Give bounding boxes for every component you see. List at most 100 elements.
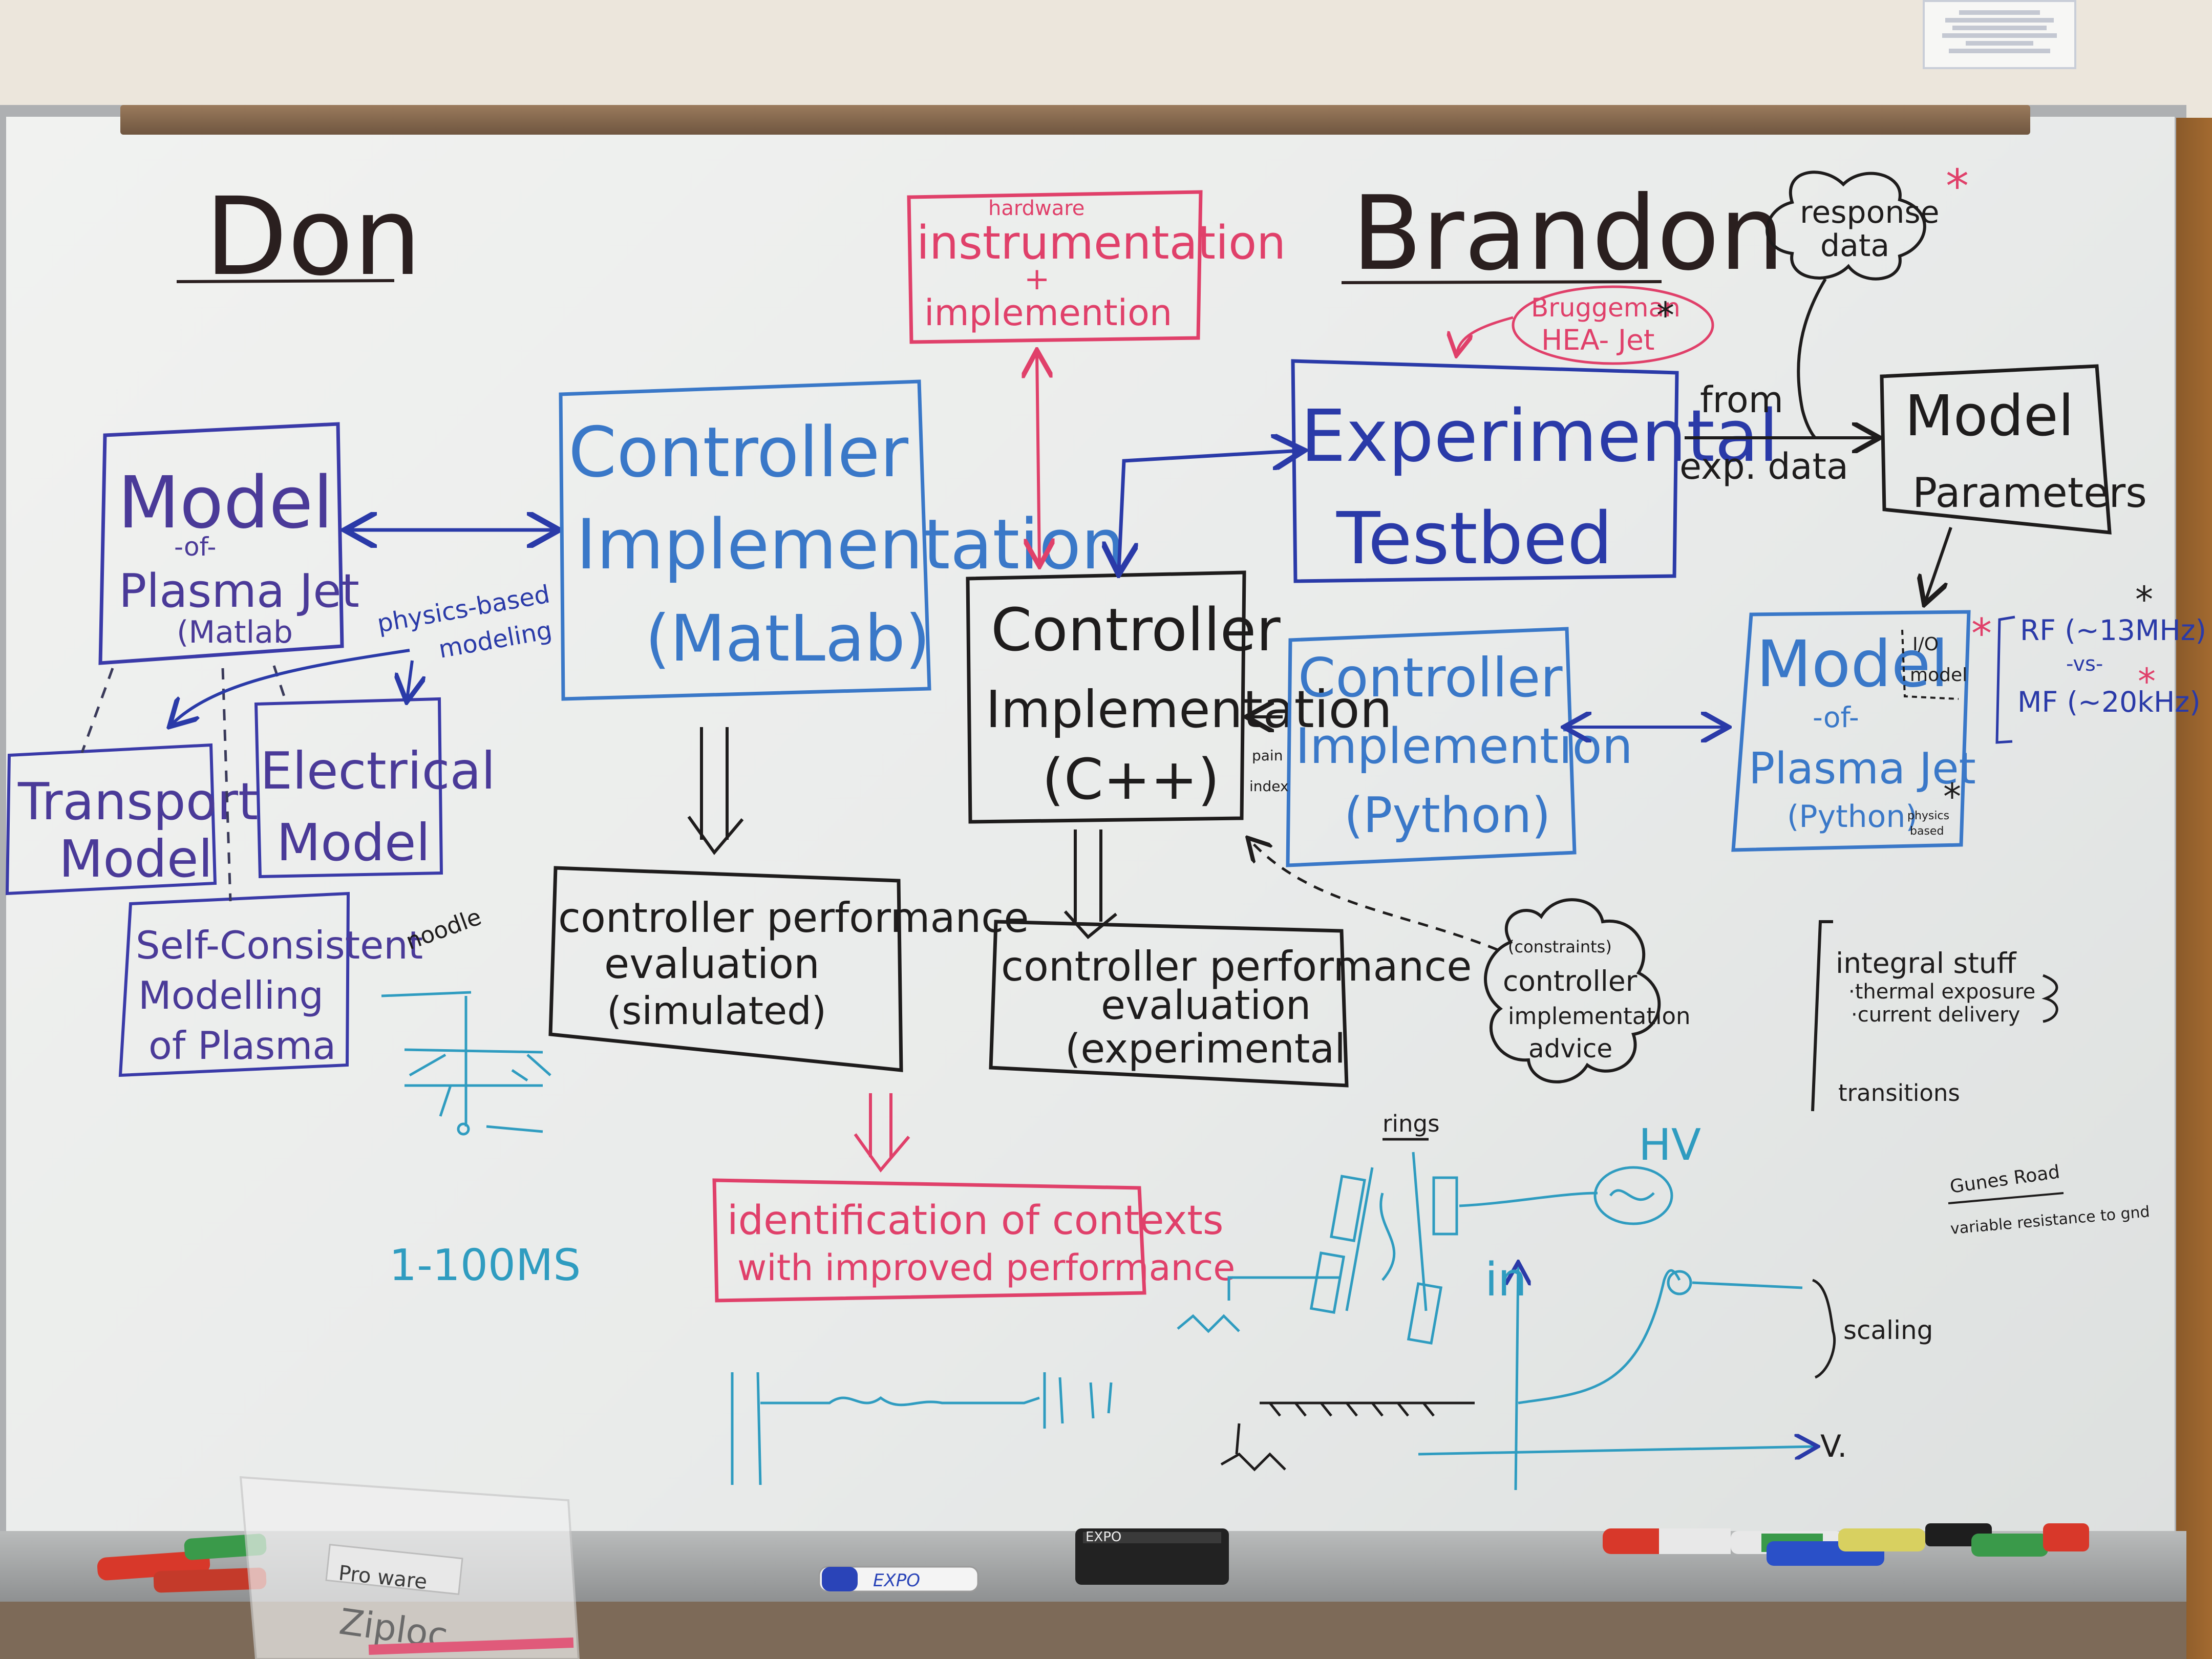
ctrl-cpp-line1: Controller (991, 596, 1281, 665)
ctrl-matlab-line3: (MatLab) (645, 602, 930, 676)
in-label: in (1485, 1253, 1527, 1307)
scaling-text: scaling (1843, 1315, 1933, 1345)
ziploc-bag: Pro ware Ziploc (239, 1476, 580, 1659)
model-matlab-line2: -of- (174, 532, 216, 562)
sketch-ground-ladder (1220, 1401, 1475, 1472)
response-line1: response (1800, 195, 1940, 230)
perf-exp-line1: controller performance (1001, 943, 1472, 990)
from-label: from (1700, 379, 1783, 421)
arrow-to-perf-simulated (687, 727, 744, 855)
index-label: index (1249, 778, 1289, 795)
label-time-range: 1-100MS (389, 1240, 581, 1291)
label-bruggeman: Bruggeman HEA- Jet * (1457, 285, 1714, 365)
integral-line3: ·current delivery (1851, 1003, 2020, 1027)
box-perf-experimental: controller performance evaluation (exper… (989, 920, 1472, 1088)
sketch-rings-circuit: rings HV (1177, 1110, 1701, 1345)
testbed-line2: Testbed (1336, 497, 1613, 581)
model-matlab-line4: (Matlab (177, 614, 293, 650)
perf-sim-line2: evaluation (604, 940, 820, 988)
hv-label: HV (1639, 1120, 1701, 1171)
model-matlab-line1: Model (118, 461, 333, 545)
box-controller-cpp: Controller Implementation (C++) (966, 570, 1392, 824)
model-py-line1: Model (1756, 627, 1948, 701)
params-line2: Parameters (1912, 469, 2147, 517)
box-transport-model: Transport Model (5, 743, 258, 896)
asterisk-mf: * (2138, 661, 2156, 703)
asterisk-bruggeman: * (1656, 294, 1674, 336)
rf-label: RF (~13MHz) (2020, 614, 2206, 647)
instr-line0: hardware (988, 197, 1084, 220)
advice-line3: advice (1528, 1034, 1612, 1064)
label-from-exp-data: from exp. data (1679, 379, 1848, 487)
cloud-response-data: response data * (1766, 160, 1969, 439)
cloud-advice: (constraints) controller implementation … (1484, 898, 1691, 1083)
v-label: V. (1820, 1429, 1847, 1464)
asterisk-model-py: * (1943, 776, 1961, 818)
model-py-line4: (Python) (1787, 799, 1918, 835)
response-line2: data (1820, 228, 1889, 264)
marker-expo-text: EXPO (873, 1570, 920, 1591)
ident-line2: with improved performance (737, 1247, 1235, 1289)
model-matlab-line3: Plasma Jet (119, 564, 359, 618)
arrow-testbed-to-cpp (1119, 451, 1301, 571)
label-rf-mf: RF (~13MHz) -vs- MF (~20kHz) * * (1995, 579, 2206, 744)
arrow-to-perf-experimental (1064, 830, 1117, 940)
bruggeman-line1: Bruggeman (1531, 293, 1681, 323)
heading-don: Don (176, 174, 421, 300)
arrow-to-identification (854, 1093, 910, 1173)
params-line1: Model (1905, 383, 2074, 449)
markers-right-group (1603, 1523, 2089, 1566)
sketch-iv-plot: in V. (1418, 1253, 1847, 1491)
marker-red-left (97, 1534, 267, 1593)
advice-line1: controller (1503, 965, 1637, 997)
exp-data-label: exp. data (1679, 445, 1848, 487)
integral-line2: ·thermal exposure (1848, 980, 2035, 1004)
io-label: I/O (1912, 634, 1939, 655)
electrical-line1: Electrical (260, 741, 496, 801)
map-rail (120, 105, 2030, 135)
label-pain-index: pain index (1249, 747, 1289, 795)
box-model-plasma-python: Model -of- Plasma Jet (Python) I/O model… (1731, 610, 1992, 852)
box-perf-simulated: controller performance evaluation (simul… (548, 866, 1029, 1072)
ctrl-cpp-line3: (C++) (1042, 747, 1220, 812)
door-frame (2176, 118, 2212, 1659)
asterisk-response: * (1946, 160, 1969, 214)
advice-line0: (constraints) (1508, 937, 1612, 956)
heading-brandon: Brandon (1341, 174, 1784, 293)
box-self-consistent: Self-Consistent Modelling of Plasma (118, 891, 423, 1077)
arrow-params-to-model-python (1925, 527, 1952, 602)
marker-blue-expo: EXPO (818, 1566, 979, 1592)
ident-line1: identification of contexts (727, 1198, 1223, 1244)
ctrl-py-line1: Controller (1298, 647, 1563, 709)
eraser-expo-text: EXPO (1086, 1529, 1121, 1545)
box-model-plasma-matlab: Model -of- Plasma Jet (Matlab (98, 422, 359, 665)
instr-line3: implemention (924, 292, 1172, 334)
dashed-connectors-don (80, 665, 288, 902)
expo-eraser: EXPO (1075, 1528, 1229, 1585)
label-scaling: scaling (1812, 1279, 1933, 1379)
mf-label: MF (~20kHz) (2017, 686, 2201, 718)
whiteboard-surface (6, 117, 2175, 1533)
integral-line1: integral stuff (1836, 947, 2017, 980)
heading-brandon-text: Brandon (1352, 174, 1784, 293)
box-model-parameters: Model Parameters (1880, 364, 2147, 535)
pain-label: pain (1252, 747, 1283, 764)
box-identification: identification of contexts with improved… (712, 1178, 1235, 1303)
asterisk-rf: * (2135, 579, 2153, 621)
perf-sim-line3: (simulated) (607, 988, 826, 1033)
physics-small-line1: physics (1907, 810, 1949, 822)
gunes-line2: variable resistance to gnd (1950, 1203, 2151, 1238)
advice-line2: implementation (1508, 1003, 1691, 1030)
ctrl-matlab-line1: Controller (568, 412, 909, 493)
vs-label: -vs- (2066, 652, 2103, 676)
asterisk-io: * (1971, 610, 1992, 657)
instr-line2: + (1024, 261, 1050, 297)
ctrl-py-line3: (Python) (1344, 788, 1550, 844)
transport-line2: Model (59, 829, 212, 889)
perf-exp-line3: (experimental (1065, 1026, 1346, 1072)
gunes-line1: Gunes Road (1949, 1161, 2061, 1198)
ctrl-cpp-line2: Implementation (986, 679, 1392, 739)
selfcons-line1: Self-Consistent (136, 923, 423, 968)
wall-notice-sheet (1923, 0, 2076, 69)
